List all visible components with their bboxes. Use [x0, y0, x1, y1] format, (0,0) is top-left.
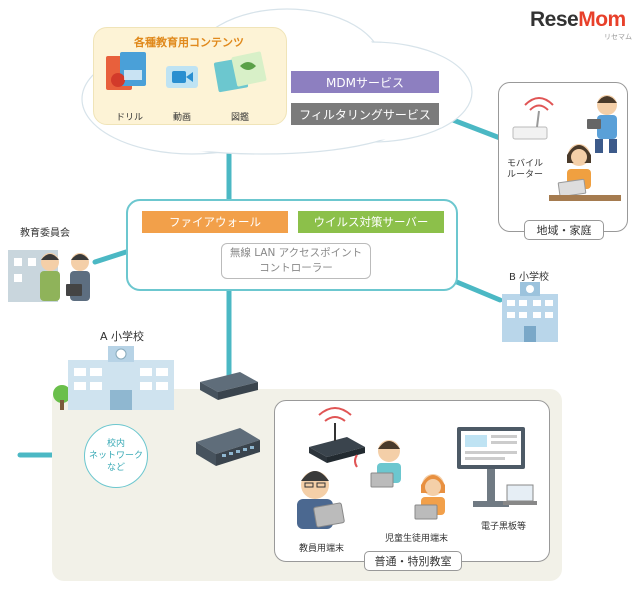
- router-label: モバイル ルーター: [507, 159, 544, 180]
- home-panel: モバイル ルーター: [498, 82, 628, 232]
- teacher-icon: [297, 471, 345, 529]
- brand-sub: リセマム: [604, 33, 632, 41]
- brand-logo: ReseMom: [530, 8, 626, 31]
- hub-to-board-line: [92, 249, 129, 265]
- drill-book-icon: [106, 52, 146, 90]
- home-tag: 地域・家庭: [524, 220, 604, 240]
- mdm-service-button[interactable]: MDMサービス: [291, 71, 439, 93]
- content-title: 各種教育用コンテンツ: [134, 36, 244, 49]
- filtering-service-button[interactable]: フィルタリングサービス: [291, 103, 439, 125]
- student-device-label: 児童生徒用端末: [385, 534, 449, 544]
- school-b-building: [502, 282, 558, 342]
- school-a-building: [53, 346, 174, 410]
- school-a-label: A 小学校: [100, 330, 145, 343]
- video-label: 動画: [173, 113, 192, 123]
- teacher-device-label: 教員用端末: [299, 544, 345, 554]
- home-illustration: [512, 95, 621, 201]
- school-b-label: B 小学校: [509, 272, 550, 283]
- encyclopedia-label: 図鑑: [231, 113, 250, 123]
- video-icon: [166, 66, 198, 88]
- board-label: 教育委員会: [20, 228, 70, 239]
- hub-to-school-b-line: [449, 277, 503, 303]
- ap-line-1: 無線 LAN アクセスポイント: [229, 247, 363, 259]
- mobile-router-icon: [512, 97, 554, 140]
- classroom-tag: 普通・特別教室: [364, 551, 462, 571]
- classroom-panel: 教員用端末 児童生徒用端末 電子黒板等: [274, 400, 550, 562]
- classroom-illustration: [297, 407, 537, 529]
- electronic-blackboard-icon: [457, 427, 537, 507]
- switches: [196, 372, 260, 466]
- drill-label: ドリル: [116, 113, 144, 123]
- student-boy-icon: [354, 440, 401, 488]
- content-illustrations: [106, 51, 267, 93]
- girl-with-tablet-icon: [549, 144, 621, 201]
- student-girl-icon: [414, 474, 445, 520]
- network-switch-icon-upper: [200, 372, 258, 400]
- blackboard-label: 電子黒板等: [481, 522, 527, 532]
- network-switch-icon-lower: [196, 428, 260, 466]
- antivirus-server-button[interactable]: ウイルス対策サーバー: [298, 211, 444, 233]
- ap-line-2: コントローラー: [259, 262, 333, 274]
- board-illustration: [8, 250, 90, 302]
- encyclopedia-book-icon: [213, 51, 267, 93]
- educational-content-box: 各種教育用コンテンツ ドリル 動画 図鑑: [93, 27, 287, 125]
- network-note: 校内 ネットワーク など: [84, 424, 148, 488]
- wireless-ap-icon: [309, 407, 365, 463]
- wireless-ap-controller[interactable]: 無線 LAN アクセスポイント コントローラー: [221, 243, 371, 279]
- child-with-tablet-icon: [587, 95, 617, 153]
- central-hub: ファイアウォール ウイルス対策サーバー 無線 LAN アクセスポイント コントロ…: [126, 199, 458, 291]
- firewall-button[interactable]: ファイアウォール: [142, 211, 288, 233]
